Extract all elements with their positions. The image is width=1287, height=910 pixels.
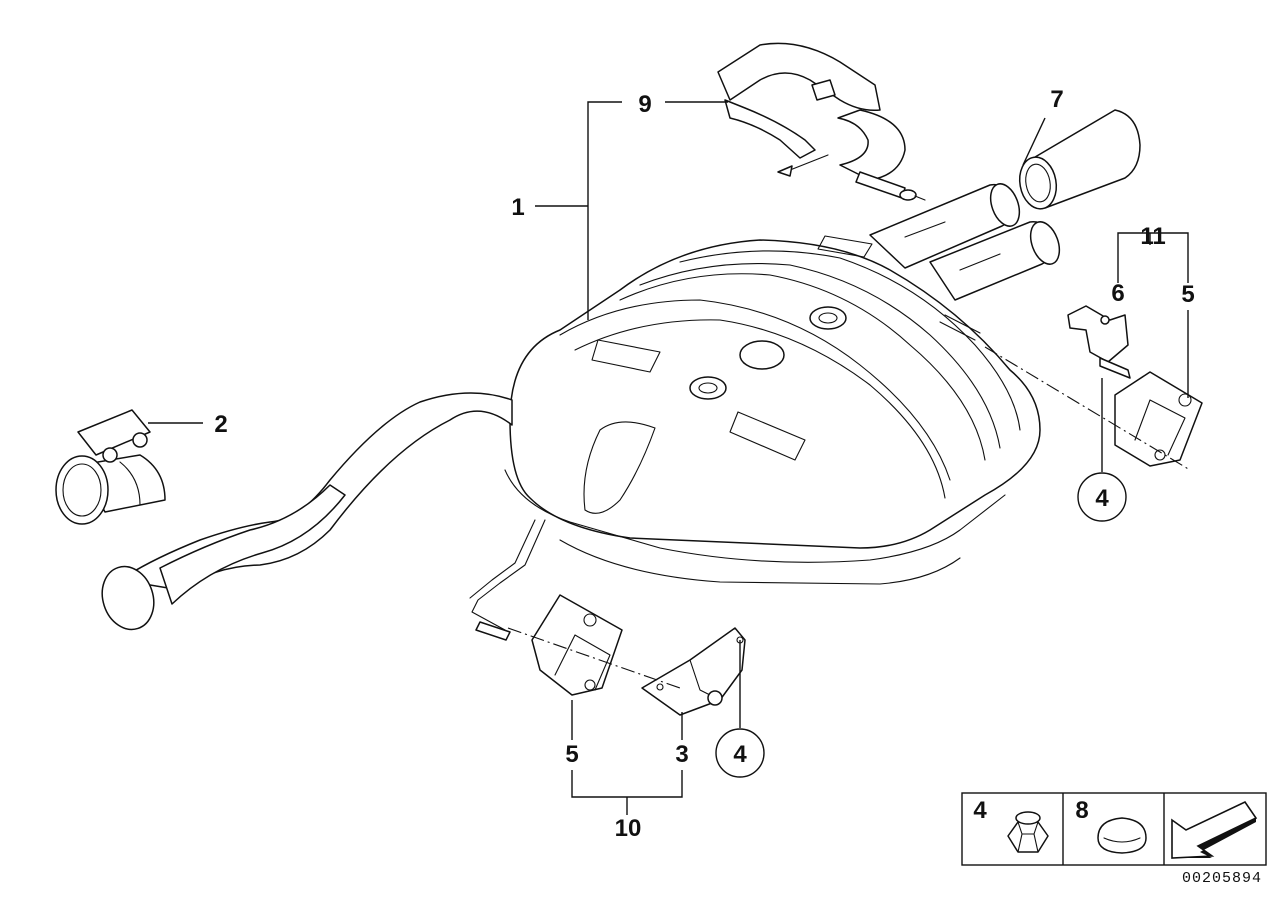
- rear-silencer: [101, 183, 1061, 641]
- rubber-mount-bottom: [531, 594, 746, 716]
- hex-nut-icon: [1007, 811, 1049, 853]
- forward-arrow-icon: [1171, 800, 1258, 859]
- leader-lines: [148, 101, 1189, 815]
- callout-2: 2: [214, 411, 227, 438]
- reference-number: 00205894: [1182, 870, 1262, 887]
- callout-10: 10: [615, 815, 642, 842]
- callout-circle-4-bottom: [715, 728, 765, 778]
- tailpipe-trim: [1018, 109, 1141, 210]
- legend-number-8: 8: [1075, 797, 1088, 824]
- callout-5-bottom: 5: [565, 741, 578, 768]
- callout-4-bottom: 4: [733, 741, 747, 768]
- legend-number-4: 4: [973, 797, 987, 824]
- pipe-clamp: [55, 409, 166, 525]
- hanger-bracket: [717, 42, 926, 201]
- callout-1: 1: [511, 194, 524, 221]
- callout-5-right: 5: [1181, 281, 1194, 308]
- callout-4-right: 4: [1095, 485, 1109, 512]
- assembly-lines: [507, 346, 1191, 689]
- blanking-plug-icon: [1097, 817, 1147, 854]
- callout-11: 11: [1140, 223, 1165, 250]
- callout-circle-4-right: [1077, 472, 1127, 522]
- legend-panel: 4 8: [961, 792, 1267, 866]
- callout-9: 9: [638, 91, 651, 118]
- callouts: 1 9 7 2 11 6 5 4 5 3 4 10: [214, 86, 1194, 842]
- callout-7: 7: [1050, 86, 1063, 113]
- callout-6: 6: [1111, 280, 1124, 307]
- rubber-mount-right: [1067, 305, 1203, 467]
- callout-3: 3: [675, 741, 688, 768]
